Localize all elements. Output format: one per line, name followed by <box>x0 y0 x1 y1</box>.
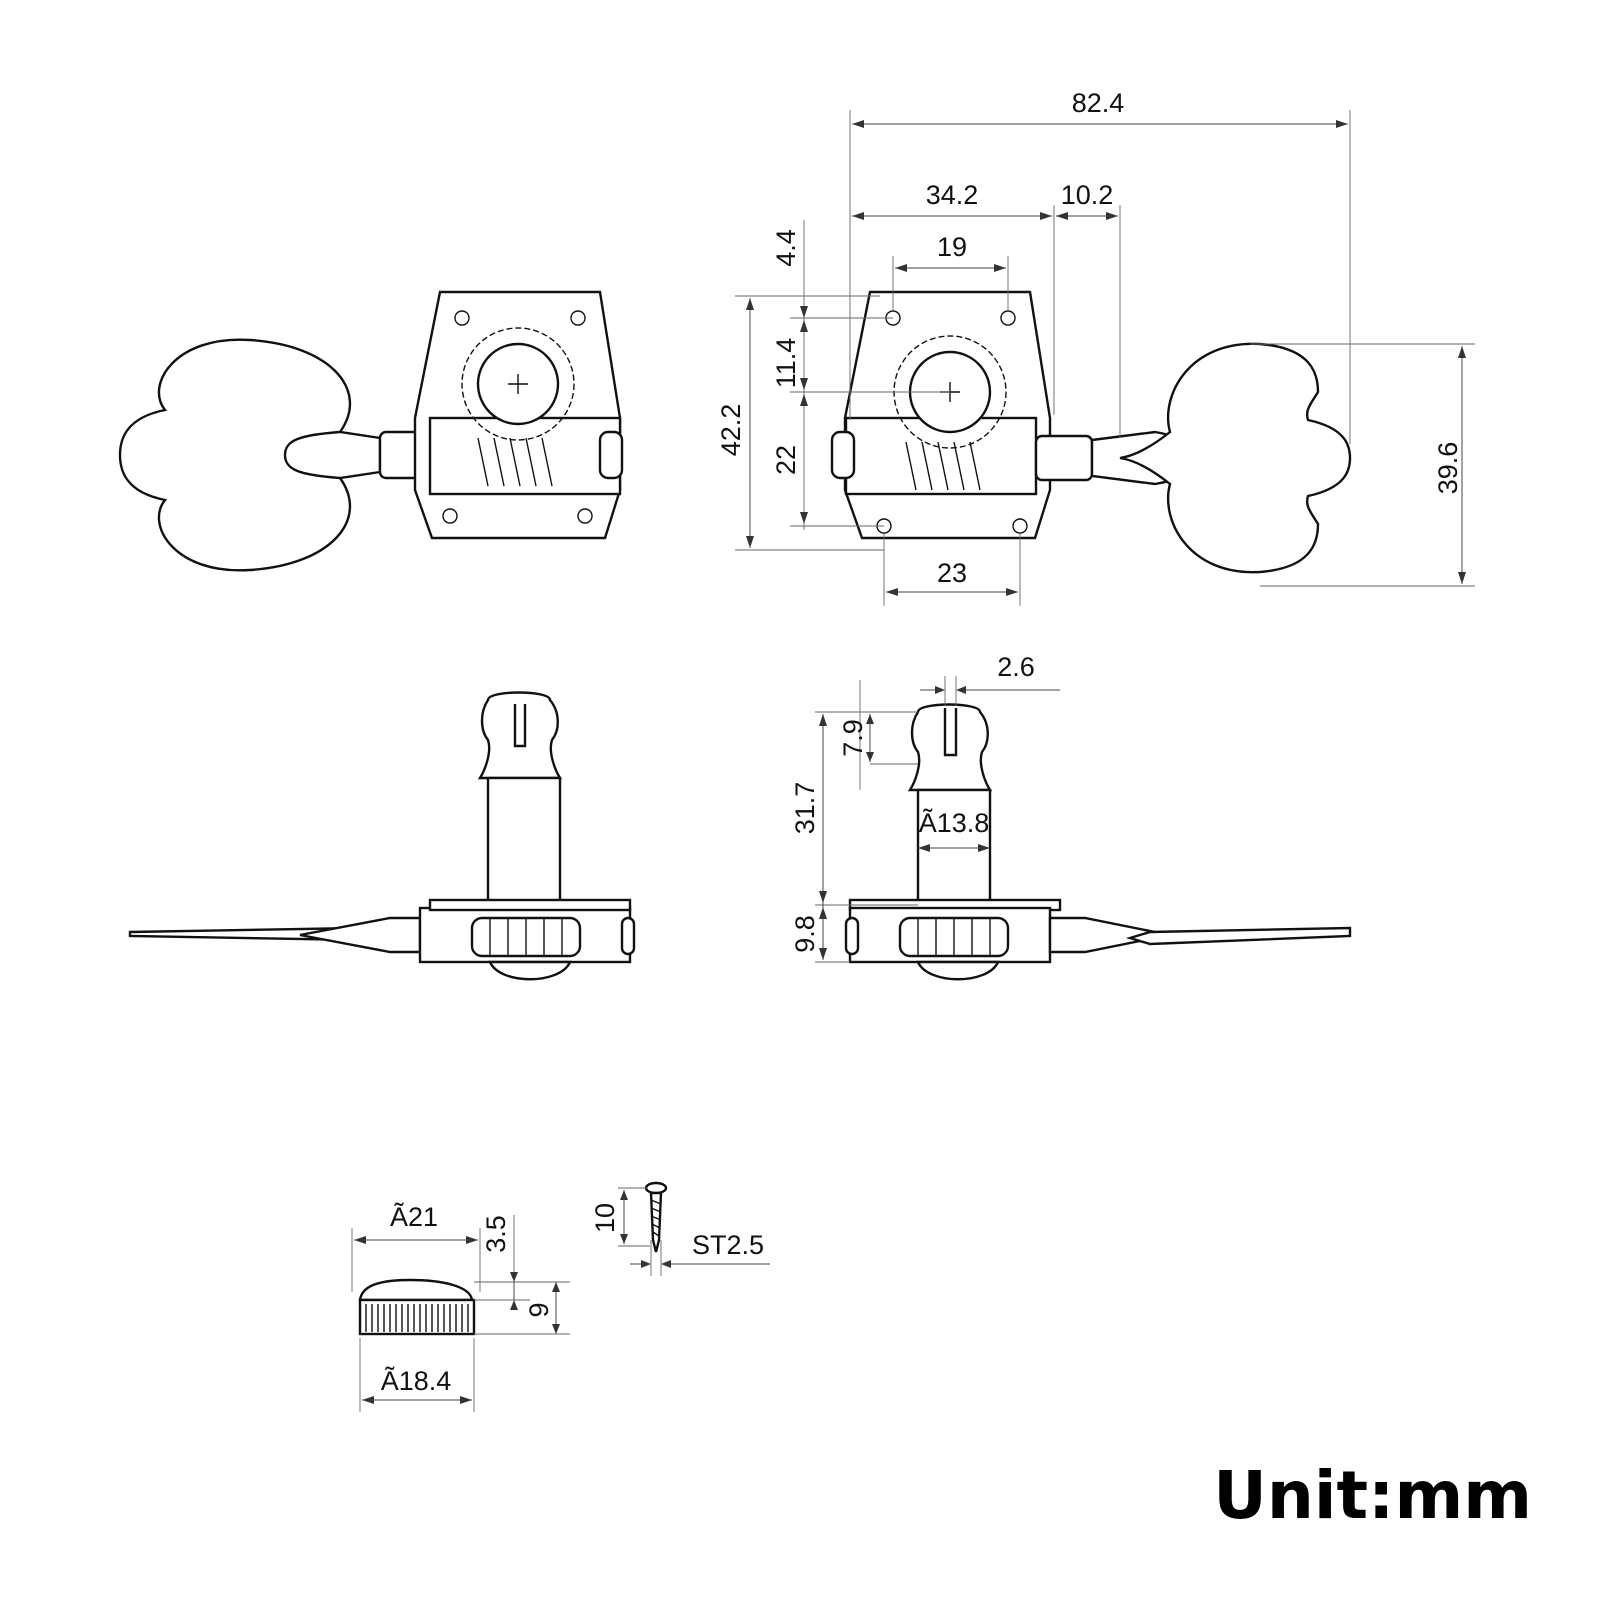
gear-under-left <box>488 960 572 981</box>
key-blade-right <box>1125 926 1352 946</box>
key-shaft-side-right <box>1048 916 1171 954</box>
worm-threads-side-right <box>917 918 991 956</box>
dim-23: 23 <box>937 558 967 588</box>
dim-3-5: 3.5 <box>481 1215 511 1253</box>
dim-22: 22 <box>771 445 801 475</box>
dim-42-2: 42.2 <box>716 404 746 457</box>
gear-under-right <box>916 960 1000 981</box>
worm-threads-side-left <box>489 918 563 956</box>
tuner-side-view-right <box>844 703 1352 981</box>
dim-10-2: 10.2 <box>1061 180 1114 210</box>
plate-hole-left-bl <box>442 508 458 524</box>
dim-39-6: 39.6 <box>1433 442 1463 495</box>
base-plate-side-left <box>428 898 632 912</box>
key-shaft-side-left <box>299 916 422 954</box>
gear-housing-left <box>428 416 622 496</box>
tuner-side-view-left <box>128 691 636 981</box>
dim-82-4: 82.4 <box>1072 88 1125 118</box>
key-button-left <box>118 338 391 572</box>
bushing-part <box>358 1278 476 1336</box>
dim-31-7: 31.7 <box>790 782 820 835</box>
dim-34-2: 34.2 <box>926 180 979 210</box>
end-cap-side-right <box>844 916 860 956</box>
end-cap-right <box>830 430 856 480</box>
tuner-front-view-left <box>118 290 624 572</box>
dim-dia-18-4: Ã18.4 <box>381 1365 452 1396</box>
worm-gear-left <box>477 437 553 487</box>
end-cap-side-left <box>620 916 636 956</box>
plate-hole-left-tr <box>570 310 586 326</box>
post-slot-right <box>943 708 958 757</box>
dim-9: 9 <box>524 1302 554 1317</box>
dim-st2-5: ST2.5 <box>692 1230 764 1260</box>
dim-4-4: 4.4 <box>771 229 801 267</box>
post-slot-left <box>513 704 527 748</box>
dim-7-9: 7.9 <box>838 719 868 757</box>
wood-screw-part <box>644 1181 668 1253</box>
dimension-labels: 82.4 34.2 10.2 19 23 4.4 11.4 22 42.2 39… <box>381 88 1532 1534</box>
bushing-flange <box>358 1278 474 1302</box>
shaft-collar-right <box>1034 434 1094 482</box>
tuner-front-view-right <box>830 290 1352 574</box>
plate-hole-left-tl <box>454 310 470 326</box>
screw-thread <box>650 1199 662 1237</box>
bushing-body <box>358 1298 476 1336</box>
key-button-right <box>1119 342 1352 574</box>
bushing-knurl <box>365 1304 469 1332</box>
gear-wheel-left <box>461 327 575 441</box>
phillips-cross-left <box>508 374 528 394</box>
dim-11-4: 11.4 <box>771 338 801 389</box>
dim-9-8: 9.8 <box>790 915 820 953</box>
dim-19: 19 <box>937 232 967 262</box>
dimension-lines <box>351 110 1475 1412</box>
plate-hole-left-br <box>577 508 593 524</box>
dim-10: 10 <box>590 1203 620 1233</box>
screw-head <box>644 1181 668 1195</box>
key-shaft-left <box>283 430 382 480</box>
dim-2-6: 2.6 <box>997 652 1035 682</box>
dim-dia-13-8: Ã13.8 <box>919 807 990 838</box>
worm-gear-right <box>905 441 981 491</box>
unit-label: Unit:mm <box>1213 1457 1532 1534</box>
end-cap-left <box>598 430 624 480</box>
string-post-left <box>486 776 562 910</box>
screw-shank <box>649 1191 663 1253</box>
dim-dia-21: Ã21 <box>390 1201 438 1232</box>
